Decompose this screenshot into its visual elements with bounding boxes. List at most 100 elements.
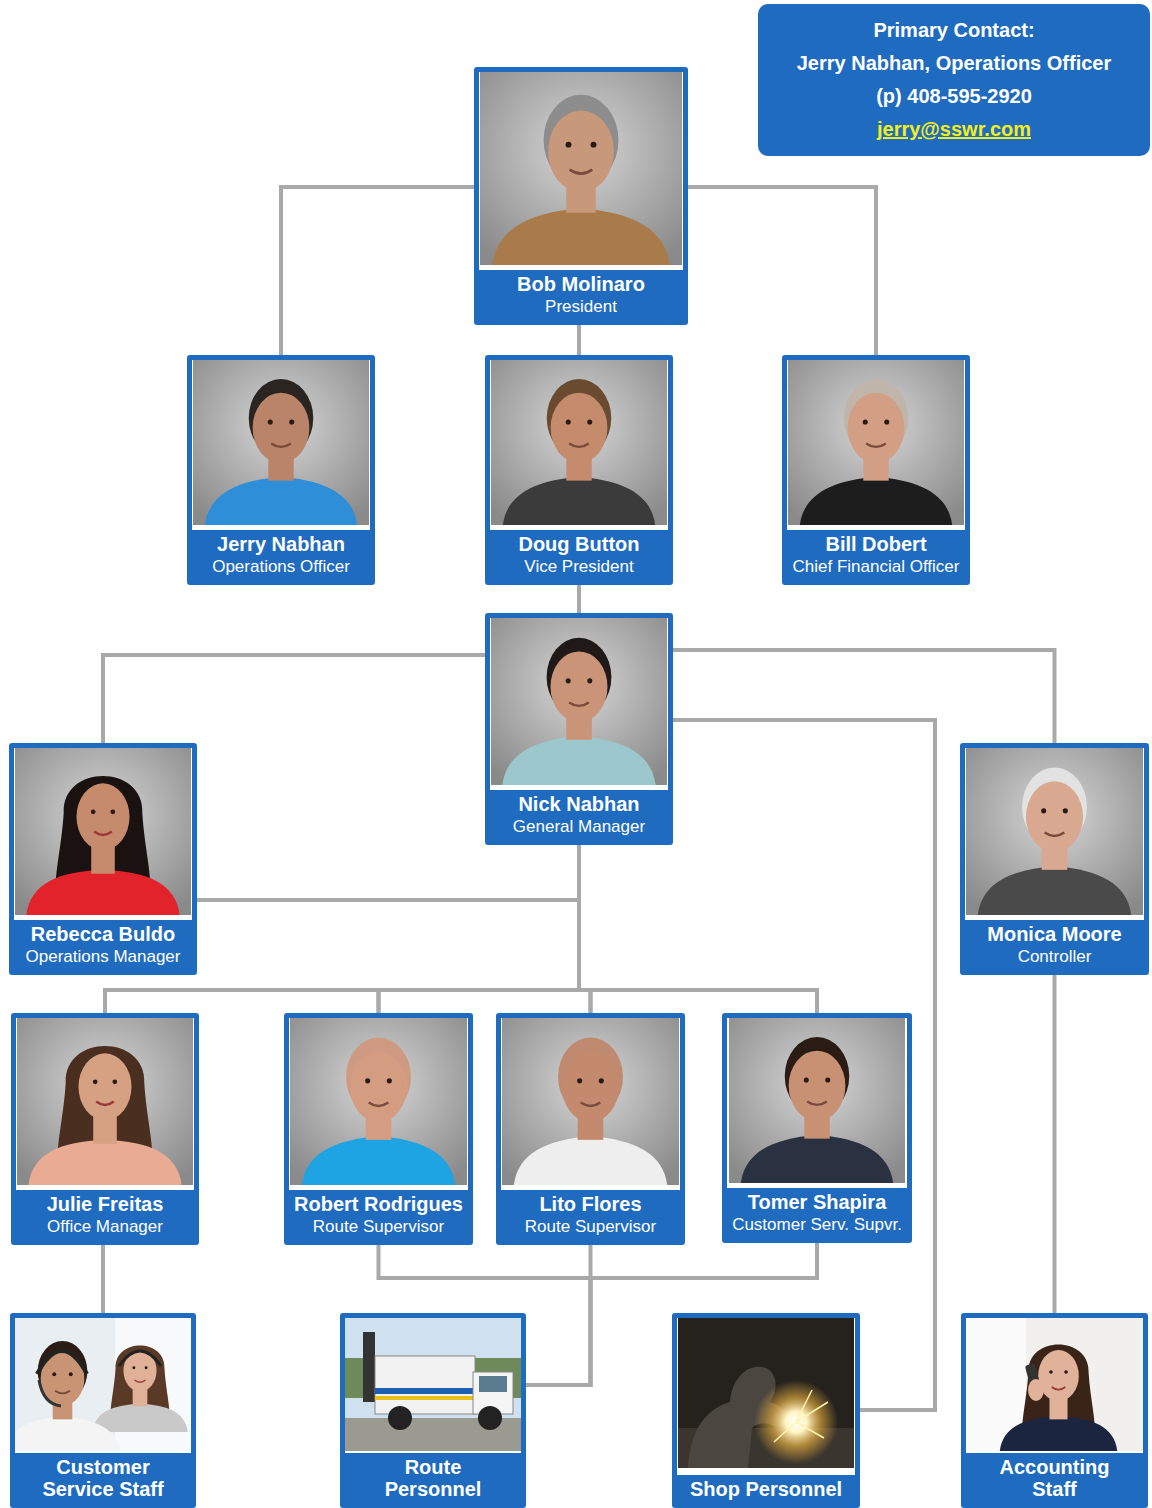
portrait-photo: [290, 1018, 467, 1185]
label-band: Bill DobertChief Financial Officer: [787, 530, 965, 580]
customer-service-photo: [4, 1318, 191, 1454]
portrait-photo: [502, 1018, 679, 1185]
headset-mic: [39, 1380, 61, 1406]
job-title: Vice President: [494, 556, 664, 577]
reporting-line: [1053, 975, 1057, 1313]
portrait-photo: [15, 748, 192, 915]
label-band: Robert RodriguesRoute Supervisor: [289, 1190, 468, 1240]
job-title: President: [483, 296, 679, 317]
person-card: Jerry NabhanOperations Officer: [187, 355, 375, 585]
portrait-photo: [491, 618, 668, 785]
job-title: General Manager: [494, 816, 664, 837]
person-name: Lito Flores: [505, 1193, 676, 1216]
job-title: Operations Officer: [196, 556, 366, 577]
contact-line: (p) 408-595-2920: [768, 80, 1140, 113]
contact-line: Primary Contact:: [768, 14, 1140, 47]
staff-card: Route Personnel: [340, 1313, 526, 1508]
cab-window: [479, 1376, 507, 1392]
portrait-photo: [729, 1017, 905, 1183]
reporting-line: [673, 650, 1055, 743]
staff-card: Customer Service Staff: [10, 1313, 196, 1508]
label-band: Customer Service Staff: [15, 1453, 191, 1503]
reporting-line: [673, 720, 935, 1410]
truck-stripe: [375, 1396, 475, 1400]
person-name: Bob Molinaro: [483, 273, 679, 296]
staff-card: Shop Personnel: [672, 1313, 860, 1508]
group-label: Customer Service Staff: [28, 1456, 178, 1500]
job-title: Customer Serv. Supvr.: [731, 1214, 903, 1235]
reporting-line: [688, 187, 876, 355]
person-name: Doug Button: [494, 533, 664, 556]
label-band: Doug ButtonVice President: [490, 530, 668, 580]
job-title: Chief Financial Officer: [791, 556, 961, 577]
headset: [119, 1351, 161, 1366]
reporting-line: [579, 845, 817, 1013]
shop-welding-photo: [678, 1318, 854, 1468]
portrait-photo: [491, 359, 667, 525]
accounting-photo: [966, 1318, 1143, 1451]
person-name: Nick Nabhan: [494, 793, 664, 816]
group-label: Route Personnel: [358, 1456, 508, 1500]
staff-figure: [1000, 1344, 1117, 1451]
person-card: Bill DobertChief Financial Officer: [782, 355, 970, 585]
reporting-line: [197, 900, 579, 1013]
label-band: Rebecca BuldoOperations Manager: [14, 920, 192, 970]
person-card: Monica MooreController: [960, 743, 1149, 975]
staff-card: Accounting Staff: [961, 1313, 1148, 1508]
spark-rays: [774, 1390, 828, 1442]
wheel: [388, 1406, 412, 1430]
person-card: Bob MolinaroPresident: [474, 67, 688, 325]
portrait-photo: [479, 72, 683, 265]
welding-spark: [754, 1380, 838, 1464]
label-band: Accounting Staff: [966, 1453, 1143, 1503]
staff-figure: [92, 1345, 187, 1432]
person-name: Rebecca Buldo: [18, 923, 188, 946]
portrait-photo: [193, 359, 369, 525]
sky: [345, 1318, 521, 1451]
loader-arm: [363, 1332, 375, 1402]
group-label: Shop Personnel: [681, 1478, 851, 1500]
reporting-line: [577, 585, 581, 613]
contact-box: Primary Contact:Jerry Nabhan, Operations…: [758, 4, 1150, 156]
person-card: Lito FloresRoute Supervisor: [496, 1013, 685, 1245]
photo-ground: [966, 1318, 1143, 1451]
truck-stripe: [375, 1388, 475, 1394]
person-card: Rebecca BuldoOperations Manager: [9, 743, 197, 975]
contact-email: jerry@sswr.com: [768, 113, 1140, 146]
label-band: Monica MooreController: [965, 920, 1144, 970]
headset: [37, 1351, 87, 1374]
person-name: Julie Freitas: [20, 1193, 190, 1216]
portrait-photo: [966, 748, 1143, 915]
reporting-line: [526, 1245, 591, 1385]
portrait-photo: [17, 1018, 194, 1185]
person-card: Doug ButtonVice President: [485, 355, 673, 585]
hand: [1028, 1379, 1044, 1401]
person-name: Bill Dobert: [791, 533, 961, 556]
label-band: Route Personnel: [345, 1453, 521, 1503]
label-band: Nick NabhanGeneral Manager: [490, 790, 668, 840]
reporting-line: [379, 845, 580, 1013]
job-title: Route Supervisor: [293, 1216, 464, 1237]
truck-body: [375, 1356, 475, 1414]
person-name: Robert Rodrigues: [293, 1193, 464, 1216]
reporting-line: [101, 1245, 105, 1313]
route-truck-photo: [345, 1318, 521, 1451]
group-label: Accounting Staff: [980, 1456, 1130, 1500]
job-title: Route Supervisor: [505, 1216, 676, 1237]
portrait-photo: [788, 359, 964, 525]
label-band: Lito FloresRoute Supervisor: [501, 1190, 680, 1240]
reporting-line: [197, 900, 591, 1013]
person-card: Nick NabhanGeneral Manager: [485, 613, 673, 845]
person-name: Monica Moore: [969, 923, 1140, 946]
label-band: Julie FreitasOffice Manager: [16, 1190, 194, 1240]
reporting-line: [577, 325, 581, 355]
reporting-line: [103, 655, 485, 743]
person-card: Robert RodriguesRoute Supervisor: [284, 1013, 473, 1245]
reporting-line: [197, 900, 817, 1013]
photo-ground: [678, 1318, 854, 1468]
label-band: Tomer ShapiraCustomer Serv. Supvr.: [727, 1188, 907, 1238]
label-band: Bob MolinaroPresident: [479, 270, 683, 320]
